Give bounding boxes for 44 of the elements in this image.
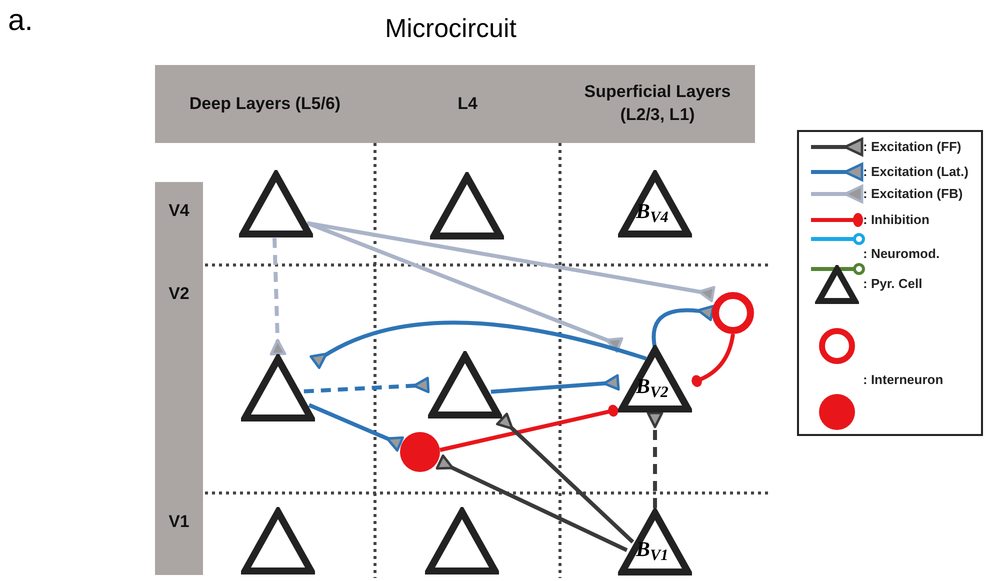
pyramidal-cell-triangle: [618, 170, 692, 238]
header-text: V1: [168, 511, 190, 533]
header-text: Superficial Layers (L2/3, L1): [584, 81, 731, 126]
diagram-title: Microcircuit: [385, 12, 516, 44]
pyramidal-cell-triangle: [241, 507, 315, 575]
inhibition-connector: [270, 238, 286, 356]
cell-label: B$_{V1}$: [636, 539, 668, 560]
column-header: [560, 65, 755, 143]
legend-text: : Interneuron: [863, 373, 944, 386]
legend-text: : Pyr. Cell: [863, 277, 922, 290]
inhibition-connector: [306, 221, 624, 353]
pyramidal-cell-triangle: [425, 507, 499, 575]
cell-label: B$_{V4}$: [636, 201, 668, 222]
inhibition-connector: [652, 304, 714, 349]
legend-text: : Inhibition: [863, 213, 930, 226]
header-text: L4: [458, 92, 478, 115]
legend-text: : Excitation (FF): [863, 140, 962, 153]
inhibition-connector: [436, 454, 628, 552]
inhibition-connector: [440, 404, 618, 452]
pyramidal-cell-triangle: [241, 354, 315, 422]
pyramidal-cell-triangle: [618, 508, 692, 576]
inhibition-connector: [496, 412, 634, 544]
legend-text: : Excitation (FB): [863, 187, 963, 200]
inhibition-connector: [646, 412, 664, 508]
row-header: [155, 493, 203, 575]
header-text: V4: [168, 200, 190, 222]
header-text: V2: [168, 283, 190, 305]
inhibition-connector: [306, 221, 716, 302]
inhibition-connector: [691, 334, 735, 387]
inhibition-connector: [490, 374, 620, 394]
header-text: Deep Layers (L5/6): [189, 92, 341, 115]
legend-text: : Neuromod.: [863, 247, 940, 260]
inhibition-connector: [308, 403, 404, 452]
row-header: [155, 182, 203, 265]
pyramidal-cell-triangle: [618, 345, 692, 413]
pyramidal-cell-triangle: [428, 351, 502, 419]
inhibition-connector: [310, 320, 647, 370]
panel-letter: a.: [8, 6, 34, 36]
pyramidal-cell-triangle: [239, 170, 313, 238]
cell-label: B$_{V2}$: [636, 376, 668, 397]
inhibition-connector: [304, 376, 430, 394]
column-header: [155, 65, 375, 143]
pyramidal-cell-triangle: [430, 172, 504, 240]
legend-text: : Excitation (Lat.): [863, 165, 968, 178]
